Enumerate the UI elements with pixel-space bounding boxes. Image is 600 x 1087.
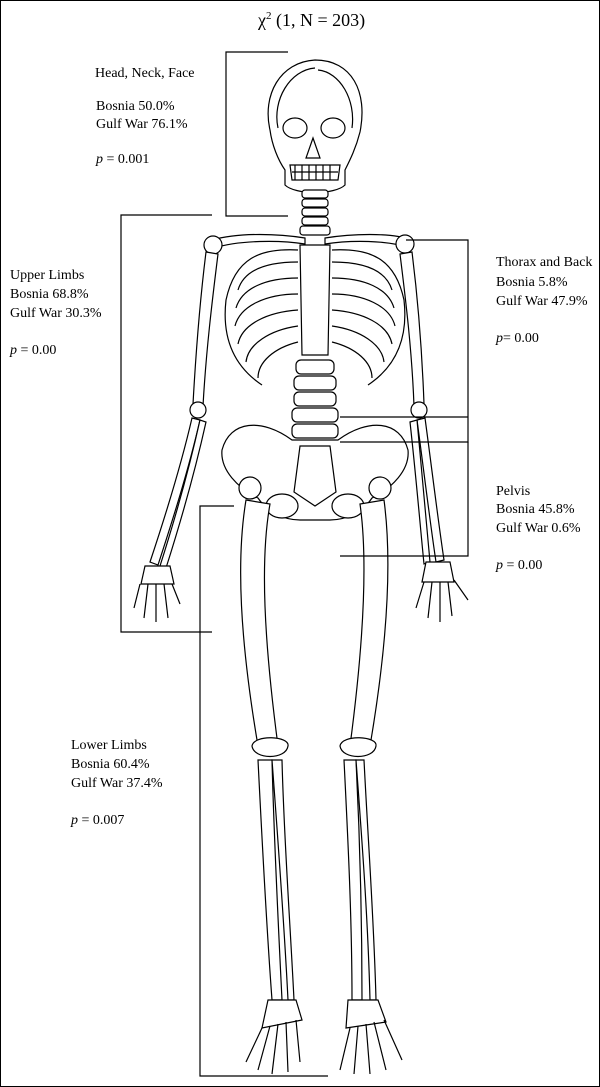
thorax-p-value: p= 0.00 <box>495 331 539 346</box>
lower-gulf: Gulf War 37.4% <box>71 776 163 791</box>
head-p-number: = 0.001 <box>103 152 149 167</box>
skeleton-figure <box>134 60 468 1074</box>
left-arm <box>134 252 218 622</box>
label-head: Head, Neck, Face Bosnia 50.0% Gulf War 7… <box>95 66 195 167</box>
label-lower-limbs: Lower Limbs Bosnia 60.4% Gulf War 37.4% … <box>70 738 163 828</box>
pelvis-bosnia: Bosnia 45.8% <box>496 502 575 517</box>
head-gulf: Gulf War 76.1% <box>96 117 188 132</box>
upper-p-label: p <box>9 343 17 358</box>
title-rest: (1, N = 203) <box>272 10 366 31</box>
lower-p-label: p <box>70 813 78 828</box>
lower-name: Lower Limbs <box>71 738 147 753</box>
thorax-p-label: p <box>495 331 503 346</box>
head-p-value: p = 0.001 <box>95 152 149 167</box>
thorax-p-number: = 0.00 <box>503 331 539 346</box>
upper-p-number: = 0.00 <box>17 343 56 358</box>
upper-bosnia: Bosnia 68.8% <box>10 287 89 302</box>
chart-title: χ2 (1, N = 203) <box>257 10 365 31</box>
label-upper-limbs: Upper Limbs Bosnia 68.8% Gulf War 30.3% … <box>9 268 102 358</box>
head-bosnia: Bosnia 50.0% <box>96 99 175 114</box>
thorax-gulf: Gulf War 47.9% <box>496 294 588 309</box>
pelvis-p-label: p <box>495 558 503 573</box>
head-p-label: p <box>95 152 103 167</box>
lumbar-spine <box>292 360 338 438</box>
left-leg <box>241 500 302 1074</box>
chi-symbol: χ <box>257 10 266 30</box>
thorax-name: Thorax and Back <box>496 255 592 270</box>
leader-lines <box>121 52 468 1076</box>
thorax-bosnia: Bosnia 5.8% <box>496 275 568 290</box>
skull <box>268 60 362 193</box>
right-leg <box>340 500 402 1074</box>
upper-gulf: Gulf War 30.3% <box>10 306 102 321</box>
lower-bosnia: Bosnia 60.4% <box>71 757 150 772</box>
label-pelvis: Pelvis Bosnia 45.8% Gulf War 0.6% p = 0.… <box>495 484 581 573</box>
lower-p-number: = 0.007 <box>78 813 124 828</box>
pelvis-p-number: = 0.00 <box>503 558 542 573</box>
upper-name: Upper Limbs <box>10 268 84 283</box>
pelvis-gulf: Gulf War 0.6% <box>496 521 581 536</box>
pelvis-p-value: p = 0.00 <box>495 558 542 573</box>
head-name: Head, Neck, Face <box>95 66 195 81</box>
right-arm <box>400 252 468 622</box>
lower-p-value: p = 0.007 <box>70 813 124 828</box>
label-thorax: Thorax and Back Bosnia 5.8% Gulf War 47.… <box>495 255 592 346</box>
cervical-spine <box>300 190 330 235</box>
upper-p-value: p = 0.00 <box>9 343 56 358</box>
pelvis-name: Pelvis <box>496 484 530 499</box>
